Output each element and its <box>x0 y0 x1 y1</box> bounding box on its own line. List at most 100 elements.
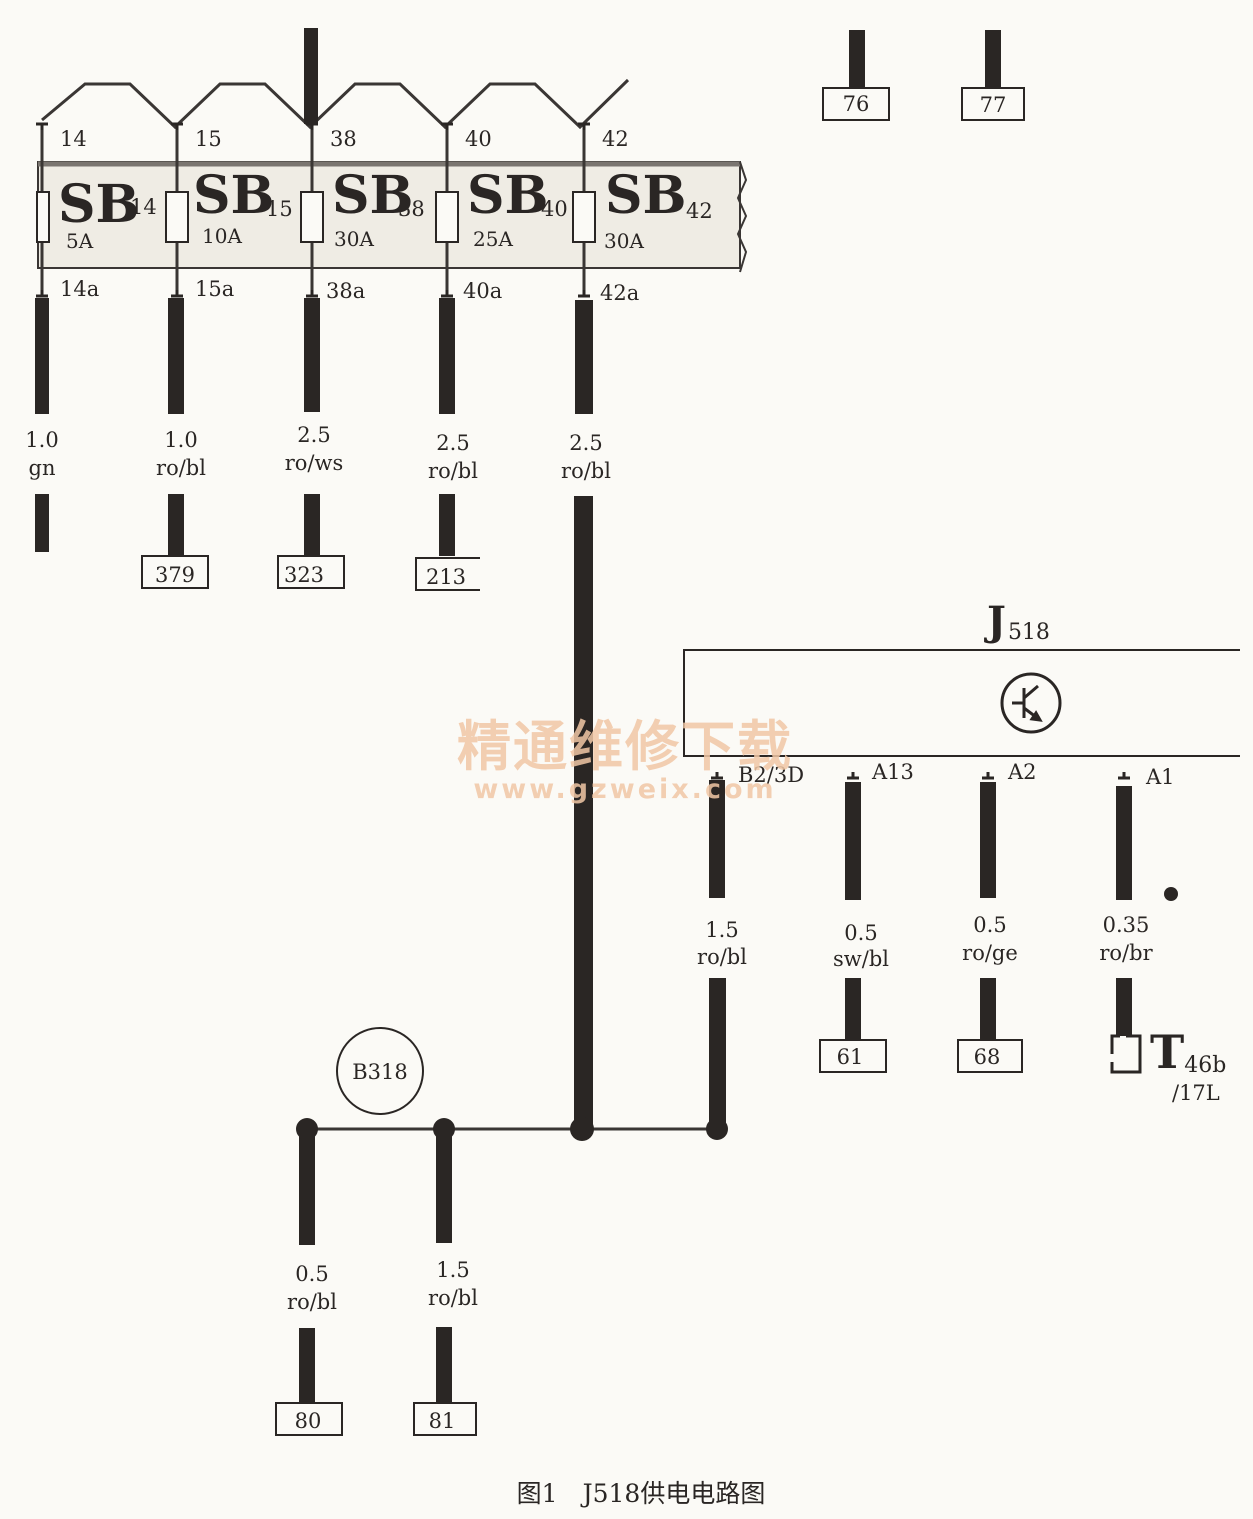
ref-box <box>961 87 1025 121</box>
module-pin-a1: A1 0.35 ro/br <box>1099 765 1178 1074</box>
fuse-name: SB <box>193 165 275 226</box>
connector-suffix: /17L <box>1172 1081 1220 1105</box>
connector-label: T46b <box>1150 1025 1226 1079</box>
ref-box-label: 213 <box>426 565 466 589</box>
wire-color: sw/bl <box>833 947 889 971</box>
module-subscript: 518 <box>1008 620 1050 645</box>
fuse-rating: 25A <box>473 227 513 251</box>
splice-branch-80: 0.5 ro/bl 80 <box>275 1129 343 1436</box>
fuse-number: 14 <box>130 195 157 219</box>
ref-box-label: 379 <box>155 563 195 587</box>
wire-lower <box>299 1328 315 1404</box>
power-feed-line <box>41 78 630 130</box>
pin-label: A2 <box>1007 760 1037 784</box>
wire-upper <box>168 298 184 414</box>
ref-box-label: 80 <box>295 1409 322 1433</box>
fuse-number: 38 <box>398 197 425 221</box>
ref-76: 76 <box>822 30 890 121</box>
pin-label: A1 <box>1145 765 1175 789</box>
fuse-body <box>435 191 459 243</box>
module-title: J518 <box>984 598 1050 645</box>
pin-marker <box>982 772 994 780</box>
wire-size: 0.35 <box>1103 913 1150 937</box>
fuse-rating: 30A <box>334 227 374 251</box>
splice-label: B318 <box>352 1060 408 1084</box>
fuse-sb14: 14 SB 14 5A 14a 1.0 gn <box>25 122 157 552</box>
fuse-sb40: 40 SB 40 25A 40a 2.5 ro/bl 213 <box>415 122 568 591</box>
wire-upper <box>1116 786 1132 900</box>
pin-label: A13 <box>871 760 914 784</box>
fuse-name: SB <box>467 165 549 226</box>
ref-box-label: 68 <box>974 1045 1001 1069</box>
splice-branch-81: 1.5 ro/bl 81 <box>413 1129 478 1436</box>
fuse-bottom-pin: 15a <box>195 277 234 301</box>
pin-marker <box>578 290 590 298</box>
wire-upper <box>436 1129 452 1243</box>
fuse-sb42: 42 SB 42 30A 42a 2.5 ro/bl <box>561 122 713 1130</box>
pin-label: B2/3D <box>738 763 804 787</box>
ref-box <box>957 1039 1023 1073</box>
wire-color: ro/bl <box>287 1290 337 1314</box>
wire-lower <box>980 978 996 1040</box>
fuse-rating: 30A <box>604 229 644 253</box>
ref-box <box>413 1402 477 1436</box>
wire-color: ro/bl <box>697 945 747 969</box>
wire-upper <box>304 298 320 412</box>
ref-box-label: 81 <box>429 1409 456 1433</box>
fuse-name: SB <box>58 174 140 235</box>
ref-box <box>277 555 345 589</box>
pin-marker <box>36 290 48 298</box>
wire-size: 0.5 <box>844 921 877 945</box>
fuse-body <box>36 191 50 243</box>
fuse-top-pin: 15 <box>195 127 222 151</box>
wire-lower <box>35 494 49 552</box>
fuse-top-pin: 42 <box>602 127 629 151</box>
figure-caption: 图1 J518供电电路图 <box>517 1479 766 1508</box>
module-pin-a13: A13 0.5 sw/bl 61 <box>819 760 914 1073</box>
fuse-rating: 5A <box>66 229 94 253</box>
junction-dot <box>706 1118 728 1140</box>
wire-lower <box>168 494 184 556</box>
junction-dot <box>570 1117 594 1141</box>
watermark-url: www.gzweix.com <box>473 774 776 805</box>
fuse-bottom-pin: 14a <box>60 277 99 301</box>
wire-upper <box>709 780 725 898</box>
fuse-panel <box>37 161 741 269</box>
module-pin-b2-3d: B2/3D 1.5 ro/bl <box>697 763 804 1130</box>
splice-b318: B318 <box>296 1027 728 1141</box>
wire-color: ro/br <box>1099 941 1153 965</box>
ref-box <box>819 1039 887 1073</box>
fuse-bottom-pin: 42a <box>600 281 639 305</box>
wire-size: 1.0 <box>25 428 58 452</box>
module-name: J <box>984 598 1006 645</box>
wire-color: ro/bl <box>428 1286 478 1310</box>
wire-size: 0.5 <box>973 913 1006 937</box>
connector-letter: T <box>1150 1025 1184 1079</box>
module-body <box>683 649 1240 757</box>
splice-circle <box>336 1027 424 1115</box>
ref-wire <box>849 30 865 90</box>
ref-box <box>141 555 209 589</box>
pin-marker <box>1118 772 1130 780</box>
wire-size: 1.0 <box>164 428 197 452</box>
pin-marker <box>171 122 183 130</box>
pin-marker <box>441 122 453 130</box>
fuse-top-pin: 14 <box>60 127 87 151</box>
connector-symbol <box>1110 1034 1142 1074</box>
wire-size: 2.5 <box>569 431 602 455</box>
wire-upper <box>439 298 455 414</box>
watermark-title: 精通维修下载 <box>457 715 793 778</box>
ref-box-label: 323 <box>284 563 324 587</box>
wire-color: ro/ge <box>962 941 1018 965</box>
ref-box-label: 76 <box>843 92 870 116</box>
wire-color: ro/bl <box>428 459 478 483</box>
module-pin-a2: A2 0.5 ro/ge 68 <box>957 760 1037 1073</box>
wire-upper <box>980 782 996 898</box>
wire-lower <box>436 1327 452 1403</box>
fuse-number: 15 <box>266 197 293 221</box>
wire-upper <box>845 782 861 900</box>
wire-color: ro/bl <box>156 456 206 480</box>
wire-color: gn <box>29 456 56 480</box>
wire-lower <box>845 978 861 1040</box>
wire-size: 1.5 <box>705 918 738 942</box>
